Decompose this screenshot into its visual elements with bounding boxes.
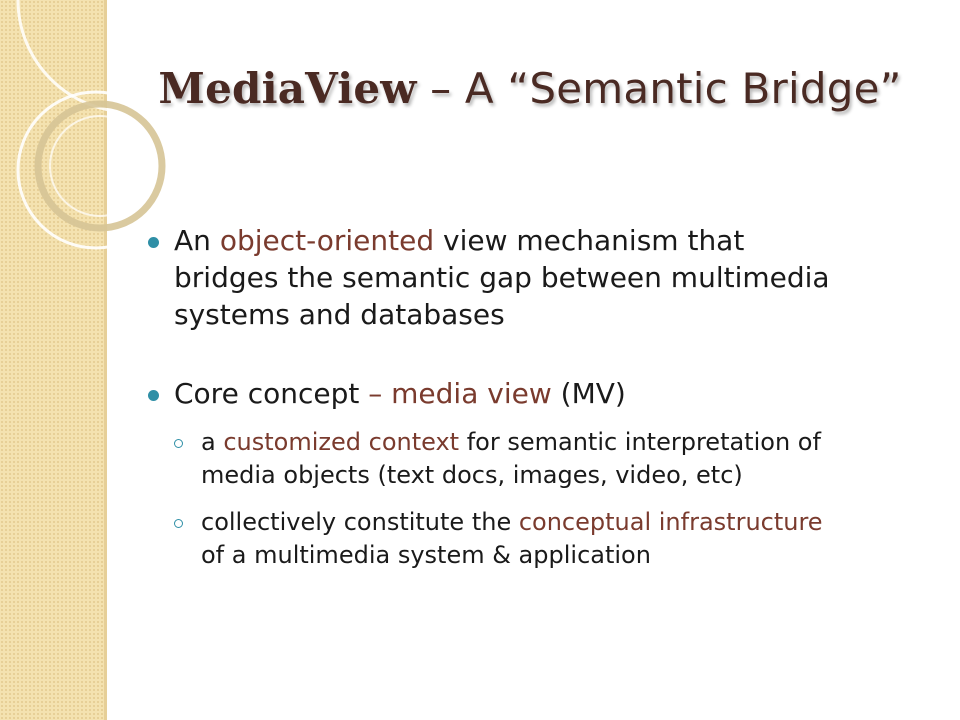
title-strong: MediaView [158,64,417,113]
bullet-item: An object-oriented view mechanism that b… [148,222,938,333]
sub-bullet-line: collectively constitute the conceptual i… [201,508,823,536]
sub-bullet-ring-icon [174,519,183,528]
sub-bullet-line: media objects (text docs, images, video,… [201,461,743,489]
bullet-dot-icon [148,390,159,401]
slide-title: MediaView – A “Semantic Bridge” [130,64,930,113]
sub-bullet-ring-icon [174,439,183,448]
bullet-line: An object-oriented view mechanism that [174,224,745,257]
sub-bullet-item: collectively constitute the conceptual i… [174,506,938,572]
title-rest: – A “Semantic Bridge” [416,64,902,113]
bullet-list: An object-oriented view mechanism that b… [148,222,938,572]
decorative-circles [16,0,170,250]
bullet-line: systems and databases [174,298,505,331]
decorative-side-band [0,0,104,720]
bullet-line: Core concept – media view (MV) [174,377,626,410]
sub-bullet-line: of a multimedia system & application [201,541,651,569]
bullet-item: Core concept – media view (MV) [148,375,938,412]
sub-bullet-item: a customized context for semantic interp… [174,426,938,492]
sub-bullet-line: a customized context for semantic interp… [201,428,821,456]
side-band-edge [104,0,107,720]
bullet-line: bridges the semantic gap between multime… [174,261,830,294]
bullet-dot-icon [148,237,159,248]
